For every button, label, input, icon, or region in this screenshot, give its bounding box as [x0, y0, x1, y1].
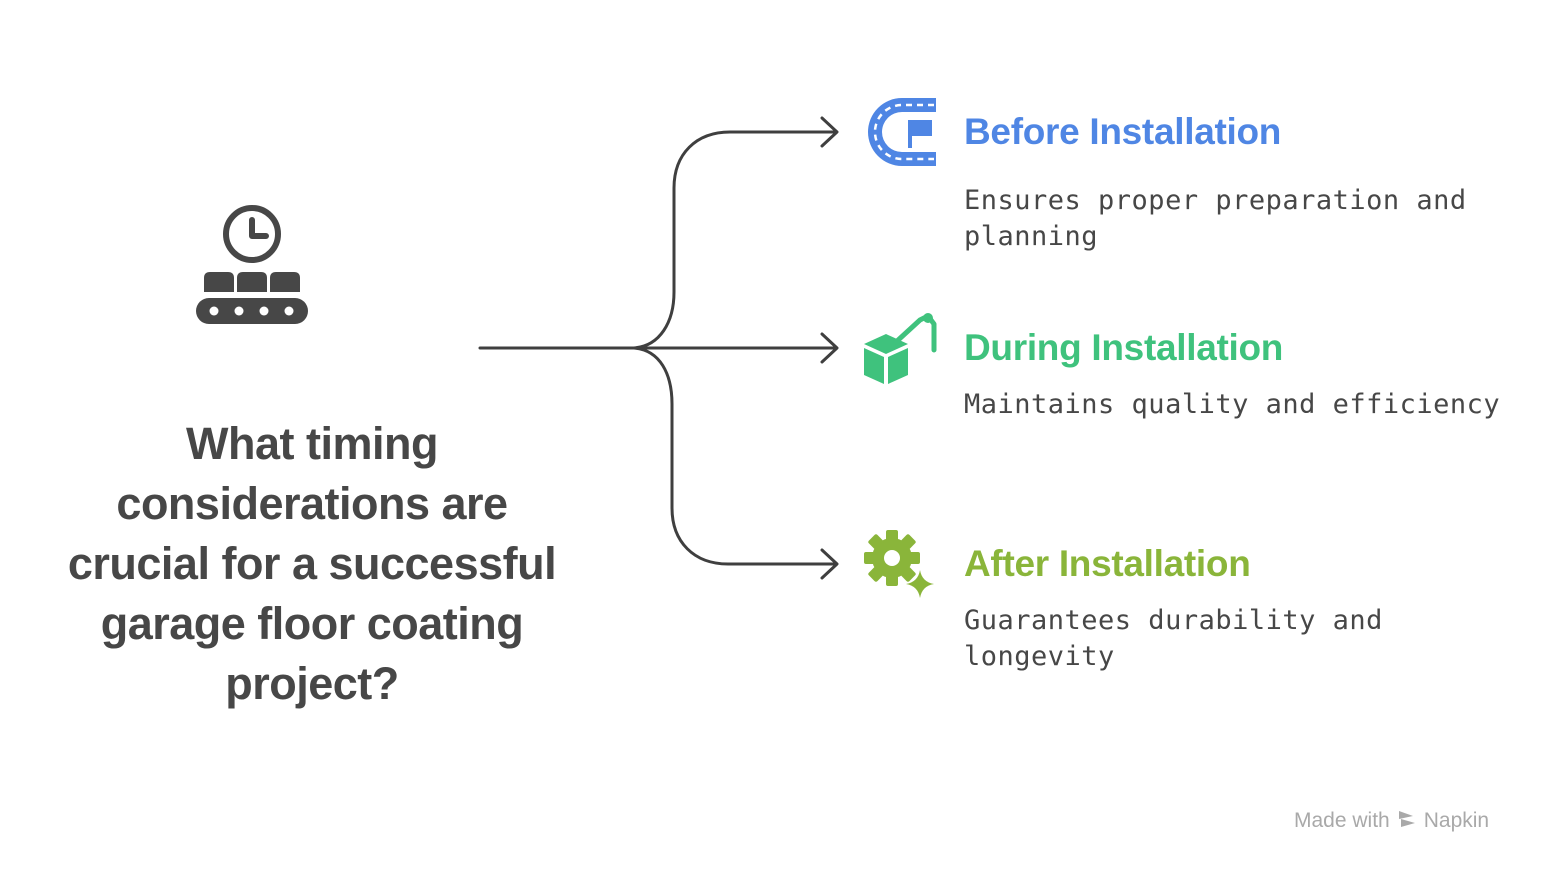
branch-desc-before: Ensures proper preparation and planning: [964, 185, 1467, 252]
connector-after: [632, 346, 838, 566]
box-robot-arm-icon: [862, 310, 938, 386]
arrowhead-during: [820, 332, 839, 364]
gear-sparkle-icon: [862, 526, 938, 602]
branch-title-before: Before Installation: [964, 111, 1282, 152]
central-question: What timing considerations are crucial f…: [67, 418, 557, 709]
branch-desc-after: Guarantees durability and longevity: [964, 605, 1383, 672]
branch-desc-during: Maintains quality and efficiency: [964, 389, 1501, 420]
watermark-brand: Napkin: [1423, 809, 1490, 832]
arrowhead-before: [820, 116, 839, 148]
roadmap-flag-icon: [862, 94, 938, 170]
branch-title-during: During Installation: [964, 327, 1284, 368]
connector-before: [632, 130, 838, 350]
conveyor-clock-icon: [192, 202, 312, 328]
arrowhead-after: [820, 548, 839, 580]
branch-title-after: After Installation: [964, 543, 1251, 584]
napkin-logo-icon: [1396, 807, 1418, 835]
napkin-watermark: Made with Napkin: [1294, 806, 1489, 836]
watermark-made-with: Made with: [1294, 809, 1390, 832]
